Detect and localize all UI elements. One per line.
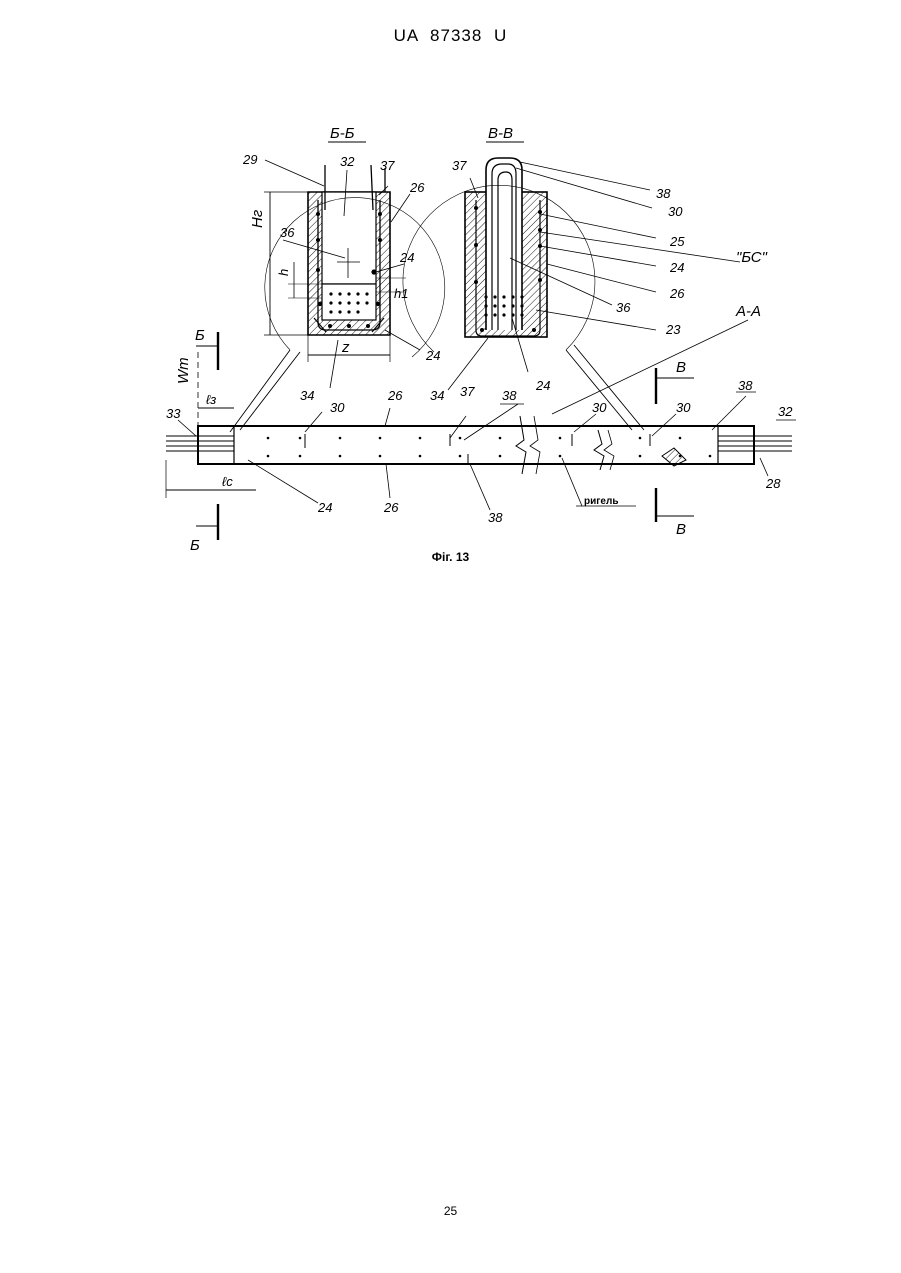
ref-29: 29	[242, 152, 257, 167]
dim-h: h	[276, 269, 291, 276]
dim-hg: Hг	[249, 209, 266, 228]
label-bs: "БС"	[736, 249, 768, 266]
ref-30-beam-b: 30	[592, 400, 607, 415]
section-vv	[403, 142, 740, 390]
ref-32-beam: 32	[778, 404, 793, 419]
ref-24-beam: 24	[317, 500, 332, 515]
ref-28: 28	[765, 476, 781, 491]
ref-26-vv: 26	[669, 286, 685, 301]
page-number: 25	[0, 1204, 901, 1218]
dim-lc: ℓc	[222, 474, 233, 489]
ref-26-beam-a: 26	[387, 388, 403, 403]
label-beam: ригель	[584, 496, 618, 507]
ref-30-beam-c: 30	[676, 400, 691, 415]
ref-38-vv: 38	[656, 186, 671, 201]
ref-24-bb-a: 24	[399, 250, 414, 265]
beam-aa	[166, 320, 796, 540]
dim-h1: h1	[394, 286, 408, 301]
ref-32-bb: 32	[340, 154, 355, 169]
ref-25: 25	[669, 234, 685, 249]
ref-26-bb: 26	[409, 180, 425, 195]
ref-38-beam-b: 38	[738, 378, 753, 393]
ref-34-vv: 34	[430, 388, 444, 403]
label-section-vv: В-В	[488, 125, 513, 142]
ref-24-bb-b: 24	[425, 348, 440, 363]
ref-37-bb: 37	[380, 158, 395, 173]
label-section-bb: Б-Б	[330, 125, 355, 142]
dim-z: z	[341, 339, 350, 356]
ref-26-beam-b: 26	[383, 500, 399, 515]
ref-30-vv: 30	[668, 204, 683, 219]
dim-lz: ℓз	[206, 392, 216, 407]
label-section-aa: А-А	[735, 303, 761, 320]
dim-wm: Wm	[175, 357, 192, 384]
ref-36-bb: 36	[280, 225, 295, 240]
ref-34-bb: 34	[300, 388, 314, 403]
ref-38-beam-c: 38	[488, 510, 503, 525]
ref-30-beam-a: 30	[330, 400, 345, 415]
ref-38-beam-a: 38	[502, 388, 517, 403]
marker-b-top: Б	[195, 327, 205, 344]
ref-37-beam: 37	[460, 384, 475, 399]
marker-v-top: В	[676, 359, 686, 376]
ref-37-vv: 37	[452, 158, 467, 173]
ref-24-vv: 24	[669, 260, 684, 275]
ref-23: 23	[665, 322, 681, 337]
figure-caption: Фіг. 13	[0, 550, 901, 564]
marker-v-bottom: В	[676, 521, 686, 538]
ref-33: 33	[166, 406, 181, 421]
ref-36-vv: 36	[616, 300, 631, 315]
ref-24-vv-b: 24	[535, 378, 550, 393]
section-bb	[264, 142, 445, 388]
